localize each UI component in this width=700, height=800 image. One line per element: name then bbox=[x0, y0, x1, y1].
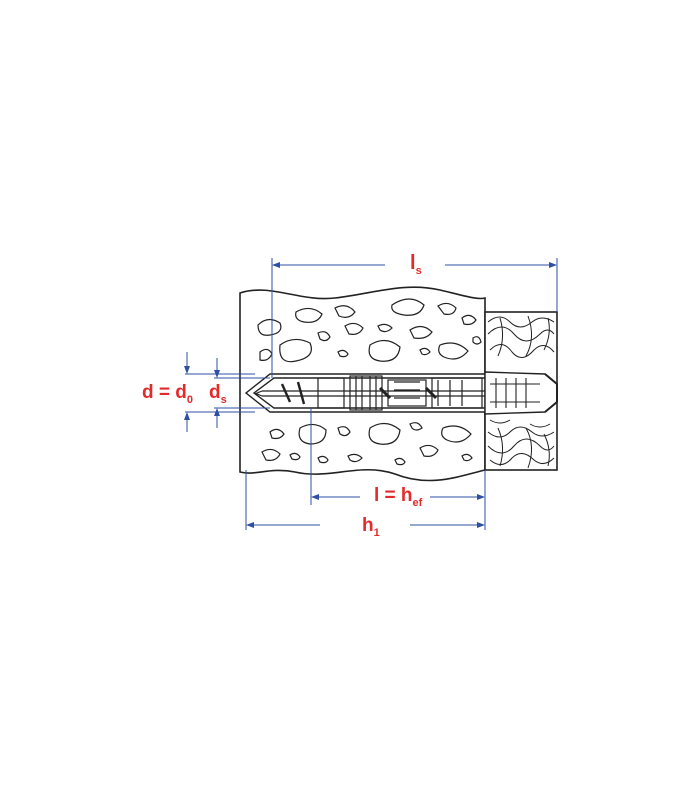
label-ds: ds bbox=[209, 382, 227, 406]
label-ls-sub: s bbox=[415, 265, 422, 277]
label-l-main: l = h bbox=[374, 485, 413, 506]
label-d-main: d = d bbox=[142, 382, 187, 403]
dimension-arrowheads bbox=[184, 262, 557, 528]
dimension-lines bbox=[185, 258, 558, 530]
label-l-equals-hef: l = hef bbox=[374, 485, 422, 509]
frame-anchor bbox=[244, 371, 558, 415]
label-d-sub: 0 bbox=[186, 394, 193, 406]
label-d-equals-d0: d = d0 bbox=[142, 382, 193, 406]
label-h1-sub: 1 bbox=[373, 527, 380, 539]
label-ls: ls bbox=[410, 252, 422, 277]
label-ds-main: d bbox=[209, 382, 221, 403]
label-h1: h1 bbox=[362, 515, 380, 539]
label-h1-main: h bbox=[362, 515, 374, 536]
label-ls-main: l bbox=[410, 252, 416, 274]
label-ds-sub: s bbox=[220, 394, 227, 406]
label-l-sub: ef bbox=[412, 497, 423, 509]
